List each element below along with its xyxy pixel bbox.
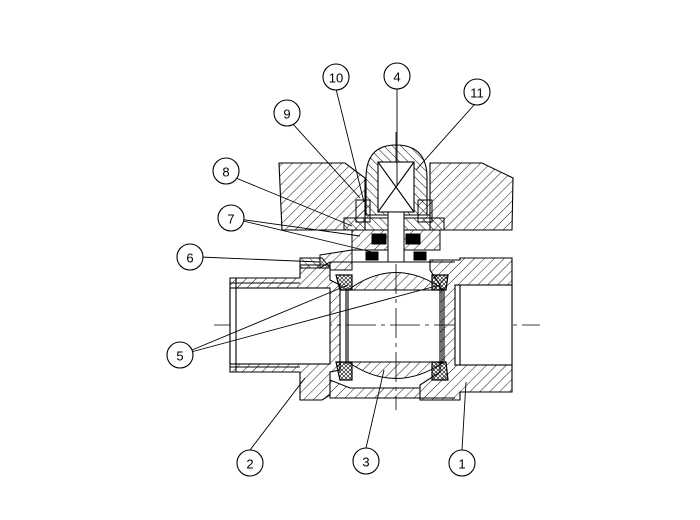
callout-circle <box>273 99 301 127</box>
callout-circle <box>176 243 204 271</box>
callout-circle <box>212 157 240 185</box>
callout-number: 3 <box>362 455 369 470</box>
callout-number: 4 <box>393 70 400 85</box>
callout-number: 11 <box>470 86 484 101</box>
callout-3: 3 <box>352 447 380 475</box>
callout-circle <box>352 447 380 475</box>
callout-circle <box>166 341 194 369</box>
callout-7: 7 <box>217 204 245 232</box>
leader-lines <box>179 88 475 451</box>
tailpiece <box>229 264 341 401</box>
stem-assembly <box>343 199 445 263</box>
callout-number: 7 <box>227 212 234 227</box>
callout-9: 9 <box>273 99 301 127</box>
callout-circle <box>217 204 245 232</box>
callout-number: 9 <box>283 107 290 122</box>
callout-4: 4 <box>383 62 411 90</box>
callout-5: 5 <box>166 341 194 369</box>
callout-number: 5 <box>176 349 183 364</box>
callout-circle <box>322 63 350 91</box>
callout-6: 6 <box>176 243 204 271</box>
callout-number: 6 <box>186 251 193 266</box>
callout-10: 10 <box>322 63 350 91</box>
callout-number: 2 <box>246 457 253 472</box>
callout-8: 8 <box>212 157 240 185</box>
callout-labels: 1 2 3 4 5 6 7 8 9 10 11 <box>166 62 491 477</box>
callout-circle <box>448 449 476 477</box>
callout-number: 10 <box>329 71 343 86</box>
callout-number: 1 <box>458 457 465 472</box>
stem-cap <box>365 144 428 216</box>
callout-circle <box>236 449 264 477</box>
callout-circle <box>383 62 411 90</box>
callout-1: 1 <box>448 449 476 477</box>
callout-number: 8 <box>222 165 229 180</box>
ball <box>345 272 446 379</box>
callout-2: 2 <box>236 449 264 477</box>
callout-circle <box>463 78 491 106</box>
callout-11: 11 <box>463 78 491 106</box>
